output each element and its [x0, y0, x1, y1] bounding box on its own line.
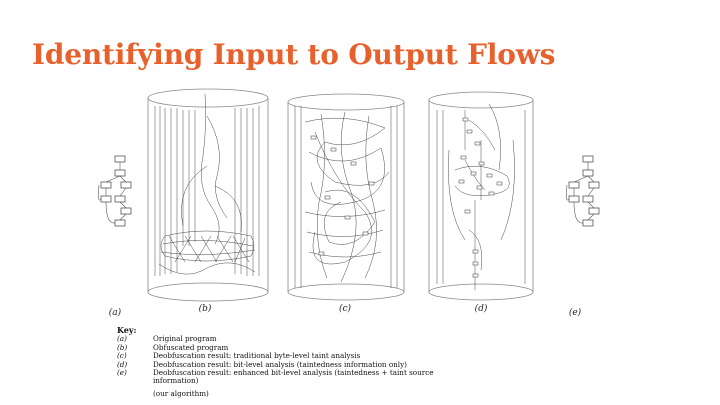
figure-control-flow-graphs: (a) (b) (c) (d) (e): [95, 86, 600, 318]
slide-title: Identifying Input to Output Flows: [32, 38, 556, 71]
key-row-e: (e) Deobfuscation result: enhanced bit-l…: [117, 368, 477, 386]
key-text: Obfuscated program: [153, 342, 229, 352]
panel-e-graph: [565, 154, 605, 234]
key-text: Deobfuscation result: bit-level analysis…: [153, 359, 407, 369]
panel-label-a: (a): [108, 308, 122, 318]
key-title: Key:: [117, 325, 137, 335]
panel-label-d: (d): [474, 304, 488, 314]
panel-b-graph: [145, 86, 271, 304]
key-tag: (e): [117, 368, 127, 378]
key-text: Deobfuscation result: traditional byte-l…: [153, 351, 361, 361]
figure-key: Key: (a) Original program (b) Obfuscated…: [117, 326, 477, 398]
panel-label-c: (c): [338, 304, 352, 314]
panel-a-graph: [97, 154, 137, 234]
key-text: Original program: [153, 334, 217, 344]
key-tag: (c): [117, 351, 127, 361]
panel-label-e: (e): [568, 308, 582, 318]
key-tag: (a): [117, 334, 127, 344]
panel-d-graph: [425, 90, 537, 304]
key-row-a: (a) Original program: [117, 334, 477, 344]
key-text: Deobfuscation result: enhanced bit-level…: [153, 368, 434, 386]
key-row-b: (b) Obfuscated program: [117, 342, 477, 352]
key-note: (our algorithm): [153, 388, 209, 398]
key-row-d: (d) Deobfuscation result: bit-level anal…: [117, 359, 477, 369]
panel-label-b: (b): [198, 304, 212, 314]
key-row-c: (c) Deobfuscation result: traditional by…: [117, 351, 477, 361]
key-tag: (d): [117, 359, 128, 369]
panel-c-graph: [285, 92, 407, 304]
key-tag: (b): [117, 342, 128, 352]
